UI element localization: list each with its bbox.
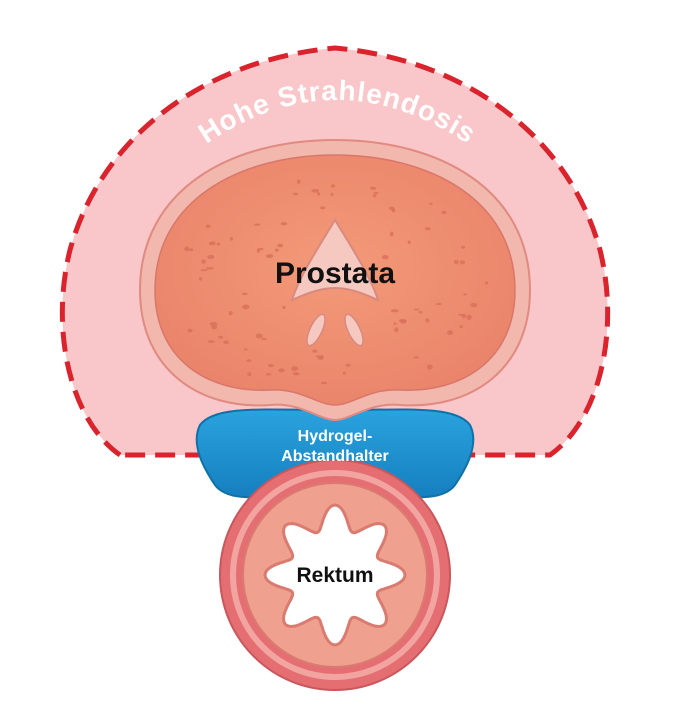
prostate-texture-dot bbox=[453, 259, 459, 265]
urethra-icon bbox=[290, 218, 380, 302]
prostate-texture-dot bbox=[201, 259, 206, 264]
prostate-texture-dot bbox=[296, 179, 301, 184]
spacer-label-line2: Abstandhalter bbox=[281, 448, 389, 465]
prostate-texture-dot bbox=[223, 340, 230, 345]
prostate-texture-dot bbox=[370, 186, 377, 190]
prostate-texture-dot bbox=[466, 314, 472, 320]
spacer-label-line1: Hydrogel- bbox=[298, 428, 373, 445]
prostate-texture-dot bbox=[458, 313, 465, 316]
prostate-texture-dot bbox=[312, 349, 318, 353]
prostate-texture-dot bbox=[435, 302, 442, 306]
prostate-texture-dot bbox=[280, 222, 288, 226]
prostate-texture-dot bbox=[207, 340, 215, 343]
duct-left-icon bbox=[306, 313, 326, 347]
prostate-label: Prostata bbox=[275, 257, 395, 290]
prostate-texture-dot bbox=[265, 373, 272, 376]
prostate-texture-dot bbox=[292, 372, 300, 376]
prostate-texture-dot bbox=[229, 236, 234, 241]
prostate-texture-dot bbox=[291, 366, 299, 372]
prostate-texture-dot bbox=[461, 245, 466, 249]
prostate-texture-dot bbox=[311, 189, 320, 193]
prostate-texture-dot bbox=[485, 281, 489, 285]
prostate-texture-dot bbox=[399, 319, 407, 323]
prostate-texture-dot bbox=[199, 277, 203, 281]
prostate-texture-dot bbox=[320, 206, 326, 210]
prostate-texture bbox=[184, 179, 489, 385]
prostate-texture-dot bbox=[342, 371, 346, 375]
prostate-texture-dot bbox=[413, 356, 420, 359]
rectum-lumen bbox=[263, 503, 407, 647]
prostate-texture-dot bbox=[216, 242, 221, 246]
prostate-texture-dot bbox=[330, 184, 336, 188]
prostate-texture-dot bbox=[292, 192, 299, 196]
prostate-texture-dot bbox=[470, 302, 478, 308]
prostate-texture-dot bbox=[246, 359, 252, 363]
prostate-texture-dot bbox=[184, 246, 190, 252]
prostate-texture-dot bbox=[317, 192, 321, 196]
prostate-texture-dot bbox=[207, 254, 215, 260]
prostate-texture-dot bbox=[282, 305, 286, 310]
prostate-texture-dot bbox=[330, 192, 334, 197]
prostate-texture-dot bbox=[258, 247, 264, 251]
rectum-label: Rektum bbox=[296, 564, 373, 587]
prostate-texture-dot bbox=[426, 364, 433, 370]
prostate-texture-dot bbox=[429, 202, 433, 205]
prostate-texture-dot bbox=[228, 311, 233, 316]
rectum-wall-ring bbox=[230, 470, 440, 680]
prostate-texture-dot bbox=[187, 328, 193, 333]
prostate-texture-dot bbox=[441, 210, 447, 215]
prostate-texture-dot bbox=[389, 231, 394, 237]
prostate-texture-dot bbox=[418, 310, 423, 314]
prostate-texture-dot bbox=[278, 368, 285, 373]
prostate-texture-dot bbox=[381, 255, 389, 260]
duct-right-icon bbox=[344, 313, 364, 347]
prostate-texture-dot bbox=[189, 248, 194, 252]
prostate-texture-dot bbox=[391, 208, 396, 213]
prostate-texture-dot bbox=[243, 348, 248, 351]
prostate-texture-dot bbox=[218, 335, 224, 339]
prostate-texture-dot bbox=[407, 240, 411, 244]
prostate-texture-dot bbox=[372, 194, 377, 198]
prostate-texture-dot bbox=[200, 269, 208, 272]
prostate-texture-dot bbox=[459, 260, 466, 265]
prostate-texture-dot bbox=[447, 330, 453, 336]
prostate-texture-dot bbox=[241, 292, 248, 295]
prostate-texture-dot bbox=[242, 304, 250, 310]
prostate-texture-dot bbox=[247, 372, 252, 377]
prostate-texture-dot bbox=[253, 223, 261, 226]
prostate-texture-dot bbox=[390, 309, 399, 313]
prostate-texture-dot bbox=[205, 224, 211, 228]
prostate-texture-dot bbox=[210, 241, 216, 246]
prostate-texture-dot bbox=[424, 227, 431, 231]
prostate-texture-dot bbox=[255, 333, 263, 339]
prostate-texture-dot bbox=[267, 364, 274, 368]
prostate-texture-dot bbox=[209, 322, 218, 326]
prostate-texture-dot bbox=[394, 327, 399, 333]
prostate-texture-dot bbox=[260, 338, 267, 341]
prostate-texture-dot bbox=[463, 293, 467, 296]
prostate-texture-dot bbox=[274, 248, 279, 252]
prostate-texture-dot bbox=[277, 243, 283, 248]
prostate-texture-dot bbox=[373, 191, 379, 195]
prostate-texture-dot bbox=[425, 318, 430, 323]
prostate-texture-dot bbox=[315, 355, 322, 358]
prostate-texture-dot bbox=[206, 267, 214, 270]
prostate-texture-dot bbox=[211, 324, 218, 330]
prostate-texture-dot bbox=[393, 322, 397, 325]
prostate-texture-dot bbox=[321, 381, 328, 385]
prostate-texture-dot bbox=[345, 363, 352, 367]
prostate-texture-dot bbox=[459, 325, 463, 329]
prostate-texture-dot bbox=[320, 355, 324, 359]
prostate-texture-dot bbox=[265, 254, 274, 259]
prostate-texture-dot bbox=[413, 308, 420, 311]
